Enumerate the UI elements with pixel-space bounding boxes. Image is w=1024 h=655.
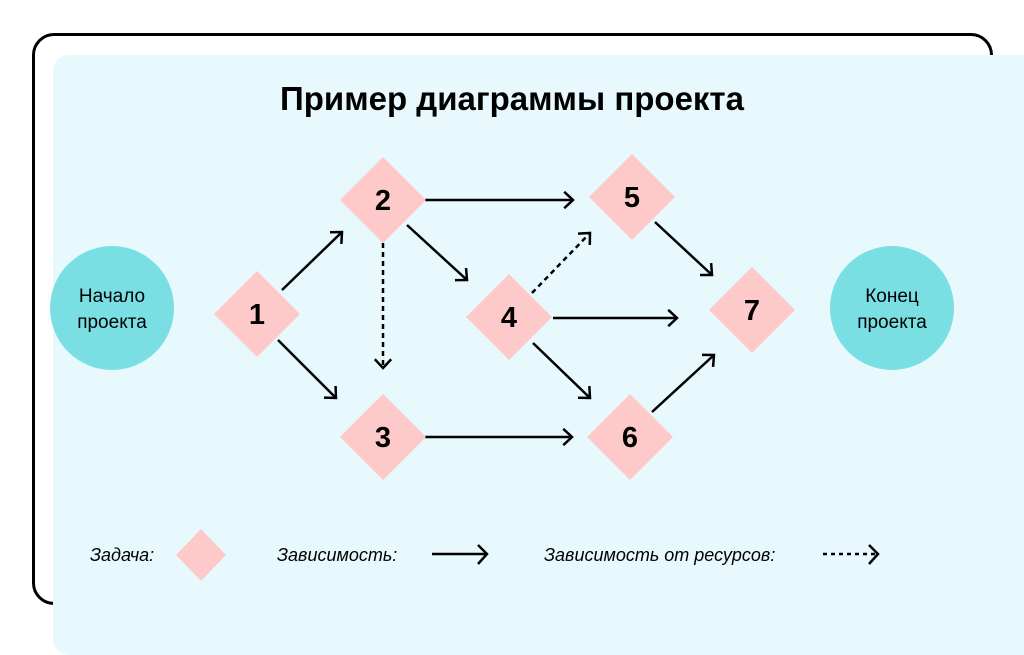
task-label-3: 3 — [375, 422, 391, 454]
task-node-2 — [340, 157, 426, 243]
end-label-1: Конец — [865, 286, 919, 307]
diagram-title: Пример диаграммы проекта — [280, 80, 745, 117]
task-label-2: 2 — [375, 185, 391, 217]
task-label-4: 4 — [501, 302, 517, 334]
project-diagram: Пример диаграммы проекта Начало проекта … — [50, 80, 954, 581]
dependency-arrow-4-7 — [553, 308, 679, 328]
dependency-arrow-4-6 — [532, 342, 592, 400]
task-label-1: 1 — [249, 299, 265, 331]
task-label-5: 5 — [624, 182, 640, 214]
legend-resource-label: Зависимость от ресурсов: — [544, 545, 775, 565]
task-node-5 — [589, 154, 675, 240]
dependency-arrow-2-4 — [406, 224, 469, 282]
start-label-2: проекта — [77, 312, 147, 333]
end-node — [830, 246, 954, 370]
task-node-3 — [340, 394, 426, 480]
dependency-arrow-1-3 — [277, 339, 338, 400]
dependency-arrow-6-7 — [651, 353, 716, 413]
task-label-7: 7 — [744, 295, 760, 327]
resource-dependency-arrow-4-5 — [531, 231, 592, 294]
start-label-1: Начало — [79, 286, 145, 307]
task-node-7 — [709, 267, 795, 353]
dependency-arrow-1-2 — [281, 230, 344, 291]
legend-dependency-label: Зависимость: — [277, 545, 397, 565]
dependency-arrow-2-5 — [425, 190, 575, 210]
end-label-2: проекта — [857, 312, 927, 333]
task-node-4 — [466, 274, 552, 360]
task-node-1 — [214, 271, 300, 357]
legend-dependency-arrow — [432, 544, 489, 565]
dependency-arrow-5-7 — [654, 221, 714, 277]
legend-task-diamond — [176, 529, 226, 581]
task-node-6 — [587, 394, 673, 480]
start-node — [50, 246, 174, 370]
resource-dependency-arrow-2-3 — [373, 243, 393, 370]
task-label-6: 6 — [622, 422, 638, 454]
dependency-arrow-3-6 — [425, 427, 574, 447]
legend-task-label: Задача: — [90, 545, 154, 565]
legend-resource-arrow — [823, 544, 880, 565]
